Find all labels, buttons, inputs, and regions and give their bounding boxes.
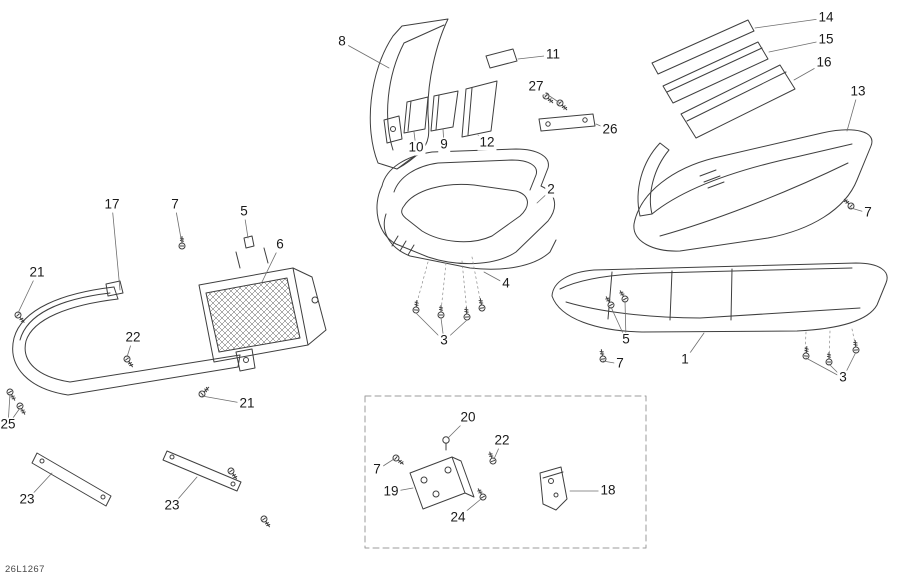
part-6-grille [198,235,327,363]
callout-12: 12 [477,134,497,151]
callout-24: 24 [448,509,468,526]
part-23-trim-strip-left [31,452,112,507]
screw-icons-strips [226,466,273,530]
callout-9: 9 [438,136,450,153]
screw-icons-3-right [802,339,860,366]
callout-21-top: 21 [27,264,47,281]
part-11-pad [485,48,518,69]
callout-5-center: 5 [620,331,632,348]
callout-27: 27 [526,78,546,95]
callout-19: 19 [381,483,401,500]
callout-11: 11 [543,46,563,63]
callout-8: 8 [336,33,348,50]
callout-2: 2 [545,181,557,198]
callout-13: 13 [848,83,868,100]
callout-4: 4 [500,275,512,292]
callout-3-right: 3 [837,369,849,386]
part-19-bracket [409,456,475,510]
part-12-pad [461,80,498,138]
part-14-panel [651,19,755,75]
assembly-guide-lines [415,256,482,314]
hardware-kit-box [364,395,647,549]
part-16-panel [680,64,796,139]
part-2-console [376,148,557,270]
callout-7-box: 7 [371,461,383,478]
part-18-bracket [539,466,568,511]
part-1-bottom-pan [551,262,888,333]
part-9-pad [430,90,459,132]
part-26-bracket [538,113,596,132]
screw-icons-3-center [412,297,486,321]
callout-6: 6 [274,236,286,253]
screw-icons-kit [391,450,498,502]
callout-20: 20 [458,409,478,426]
part-15-panel [662,41,769,104]
part-23-trim-strip-right [162,450,242,492]
callout-7-center: 7 [614,355,626,372]
callout-10: 10 [406,139,426,156]
leader-lines [7,17,869,519]
callout-22-box: 22 [492,432,512,449]
drawing-code: 26L1267 [5,564,45,575]
part-13-side-panel [633,129,873,252]
screw-icons-27 [541,91,570,113]
callout-23-left: 23 [17,491,37,508]
callout-17: 17 [102,196,122,213]
callout-15: 15 [816,31,836,48]
callout-22-left: 22 [123,329,143,346]
callout-14: 14 [816,9,836,26]
callout-21-bottom: 21 [237,395,257,412]
callout-25: 25 [0,416,18,433]
part-10-pad [403,96,429,134]
callout-7-left: 7 [169,196,181,213]
callout-18: 18 [598,482,618,499]
callout-7-right: 7 [862,204,874,221]
callout-5-left: 5 [238,203,250,220]
rivet-icon-20 [442,436,450,451]
callout-23-right: 23 [162,497,182,514]
screw-icon-7-center [597,348,607,363]
callout-26: 26 [600,121,620,138]
callout-3-center: 3 [438,332,450,349]
callout-16: 16 [814,54,834,71]
callout-1: 1 [679,351,691,368]
